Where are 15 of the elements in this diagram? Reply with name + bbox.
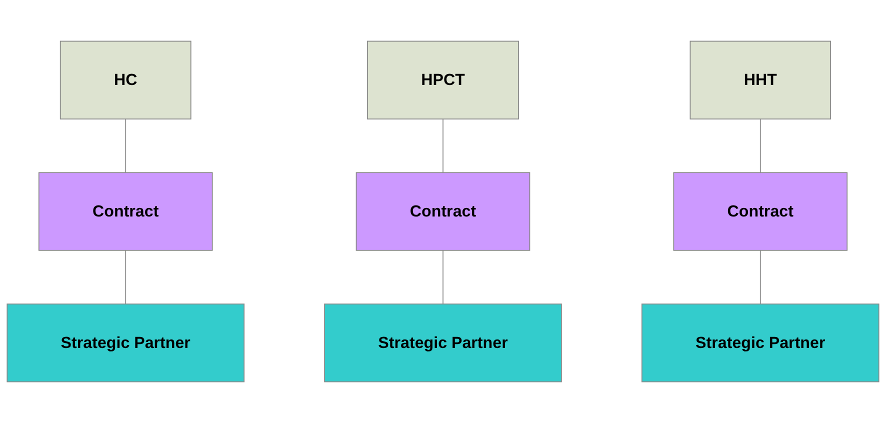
connector <box>125 250 126 304</box>
connector <box>442 250 444 304</box>
node-box: Contract <box>356 172 530 251</box>
connector <box>760 118 761 174</box>
node-box: Contract <box>673 172 848 251</box>
node-box: HC <box>60 40 192 120</box>
node-box: Contract <box>38 172 213 251</box>
node-box: Strategic Partner <box>641 304 880 382</box>
node-box: HPCT <box>367 40 519 120</box>
node-box: Strategic Partner <box>324 304 562 382</box>
connector <box>125 118 126 174</box>
connector <box>760 250 761 304</box>
node-box: Strategic Partner <box>6 304 245 382</box>
node-box: HHT <box>690 40 831 120</box>
connector <box>442 118 444 174</box>
